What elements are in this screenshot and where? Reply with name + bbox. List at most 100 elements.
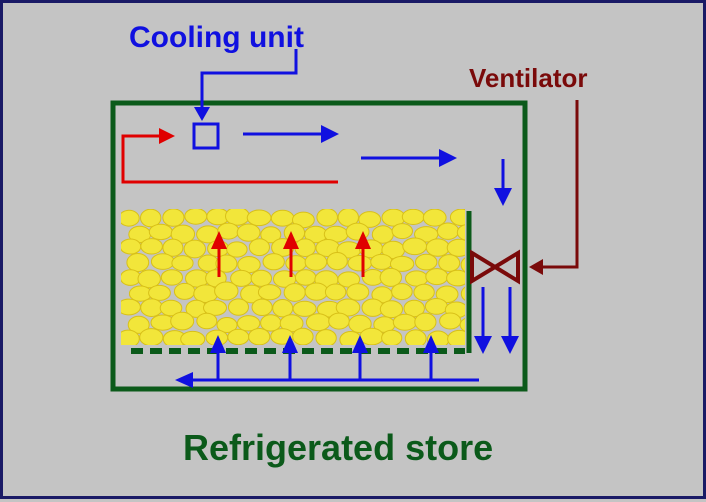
tuber	[257, 284, 282, 301]
cooling-unit-label: Cooling unit	[129, 21, 304, 54]
tuber	[148, 284, 171, 301]
tuber	[121, 209, 140, 227]
tuber	[446, 269, 465, 287]
tuber	[446, 238, 465, 257]
tuber	[402, 237, 428, 256]
ventilator-label: Ventilator	[469, 63, 587, 93]
floor-upflow-arrow-head	[282, 335, 298, 353]
tuber	[292, 327, 314, 345]
floor-upflow-arrow-head	[210, 335, 226, 353]
tuber	[328, 312, 350, 330]
tuber	[251, 298, 273, 316]
warm-air-rising-arrows	[211, 231, 371, 277]
tuber	[250, 269, 272, 287]
store-wall	[110, 100, 528, 392]
floor-duct-flow-head	[175, 372, 193, 388]
tuber	[121, 329, 140, 345]
tuber	[292, 300, 317, 317]
tuber	[415, 253, 438, 271]
tuber	[183, 239, 207, 259]
tuber	[196, 312, 218, 330]
tuber	[424, 298, 448, 315]
tuber	[389, 255, 415, 272]
tuber	[162, 209, 185, 227]
tuber	[121, 238, 142, 255]
floor-upflow-arrow-head	[423, 335, 439, 353]
refrigerated-store-diagram: Cooling unit Ventilator Refrigerated sto…	[110, 21, 587, 468]
cold-air-flow-1-head	[321, 125, 339, 143]
tuber	[379, 267, 402, 287]
floor-upflow-arrows	[210, 335, 439, 380]
tuber	[246, 209, 272, 227]
tuber	[346, 283, 370, 301]
tuber	[215, 254, 238, 273]
tuber	[304, 253, 328, 271]
tuber	[184, 209, 208, 225]
tuber	[294, 269, 317, 286]
cooling-unit-pointer	[200, 49, 298, 109]
tuber	[262, 253, 285, 271]
tuber	[316, 209, 338, 227]
cooling-unit-icon	[192, 122, 220, 150]
tuber	[173, 282, 196, 300]
tuber	[460, 257, 465, 273]
warm-air-rising-arrow-head	[283, 231, 299, 249]
tuber	[139, 328, 164, 345]
tuber	[348, 314, 372, 334]
tuber	[162, 238, 184, 257]
tuber	[227, 328, 250, 345]
tuber	[272, 299, 294, 318]
tuber	[359, 327, 384, 345]
tuber	[315, 329, 337, 345]
tuber	[456, 224, 465, 241]
product-pile	[121, 209, 465, 345]
tuber	[422, 209, 447, 227]
tuber	[137, 269, 161, 289]
tuber	[170, 311, 195, 331]
tuber	[391, 283, 413, 301]
tuber	[414, 312, 437, 332]
tuber	[447, 329, 465, 345]
tuber	[171, 255, 194, 272]
tuber	[283, 283, 306, 302]
tuber	[170, 224, 196, 244]
ventilator-pointer	[541, 100, 579, 269]
tuber	[226, 241, 248, 258]
tuber	[285, 255, 307, 272]
tuber	[203, 299, 227, 316]
diagram-title: Refrigerated store	[183, 427, 493, 468]
tuber	[392, 313, 417, 331]
tuber	[127, 315, 150, 334]
vent-outflow-left-head	[474, 336, 492, 354]
tuber	[449, 209, 465, 226]
tuber	[425, 238, 450, 257]
vent-outflow-right-head	[501, 336, 519, 354]
tuber	[305, 313, 331, 332]
tuber	[381, 329, 403, 345]
tuber	[121, 298, 141, 316]
tuber	[140, 238, 163, 255]
tuber	[379, 300, 403, 319]
tuber	[148, 223, 173, 241]
tuber	[304, 282, 329, 301]
warm-air-rising-arrow-head	[211, 231, 227, 249]
floor-upflow-arrow-head	[352, 335, 368, 353]
tuber	[460, 286, 465, 301]
tuber	[438, 254, 461, 272]
tuber	[180, 330, 206, 345]
ventilator-pointer-head	[529, 259, 543, 275]
tuber	[404, 329, 427, 345]
tuber	[425, 268, 449, 286]
tuber	[439, 312, 462, 330]
tuber	[159, 299, 183, 317]
tuber	[140, 298, 164, 318]
tuber	[413, 283, 435, 301]
cooling-unit-pointer-head	[194, 107, 210, 121]
tuber	[126, 253, 150, 272]
cold-air-down-head	[494, 188, 512, 206]
ventilator-icon	[470, 249, 520, 285]
tuber	[324, 283, 347, 301]
tuber	[160, 269, 183, 286]
warm-air-return-line	[121, 134, 338, 184]
